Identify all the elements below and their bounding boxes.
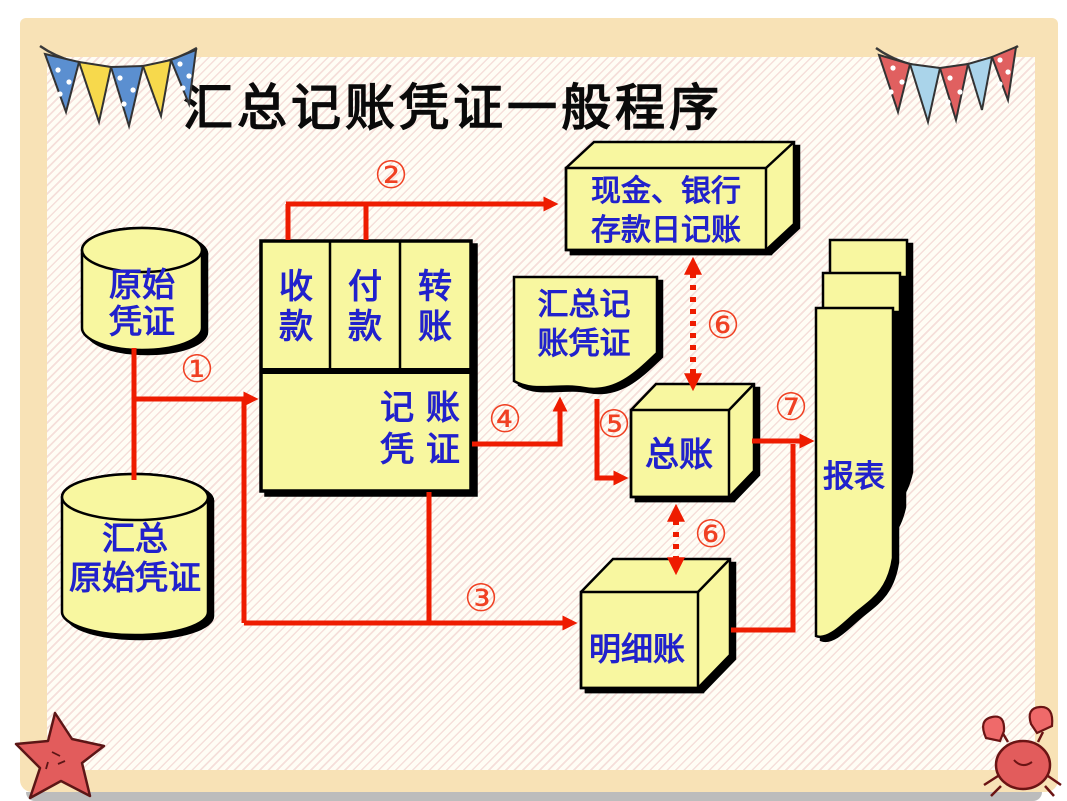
step-label-3: ③: [464, 576, 498, 620]
pennant-2: [908, 62, 942, 126]
col-payment-bottom: 款: [348, 307, 382, 347]
accounting-voucher-line2: 凭 证: [379, 430, 460, 470]
step-label-2: ②: [374, 153, 408, 197]
page-title: 汇总记账凭证一般程序: [183, 79, 723, 137]
starfish-detail: [45, 751, 66, 770]
pennant-1: [877, 53, 912, 116]
step-label-4: ④: [488, 397, 522, 441]
crab-claw-left: [981, 715, 1006, 743]
summary-voucher-doc-line2: 账凭证: [538, 326, 631, 362]
pennant-5: [169, 48, 198, 108]
link-column-stubs: [285, 204, 369, 240]
col-receipt-bottom: 款: [279, 307, 313, 347]
summary-original-voucher-line2: 原始凭证: [69, 558, 201, 597]
col-transfer-bottom: 账: [418, 307, 452, 347]
subsidiary-ledger-label: 明细账: [589, 630, 685, 668]
node-general-ledger: 总账: [629, 382, 756, 499]
link-subsidiary-to-reports: [731, 444, 796, 633]
original-voucher-line2: 凭证: [108, 302, 175, 341]
node-cash-bank-journal: 现金、银行 存款日记账: [564, 140, 796, 252]
node-summary-voucher-doc: 汇总记 账凭证: [512, 275, 659, 391]
col-transfer-top: 转: [418, 267, 452, 307]
node-reports-stack: 报表: [814, 238, 909, 639]
original-voucher-line1: 原始: [109, 265, 175, 304]
voucher-table-outline: [259, 239, 473, 493]
cash-bank-journal-line1: 现金、银行: [591, 174, 741, 209]
reports-label: 报表: [823, 459, 885, 495]
arrow-4-path: [472, 396, 568, 447]
summary-original-voucher-line1: 汇总: [102, 519, 168, 558]
general-ledger-label: 总账: [645, 435, 713, 475]
crab-decoration: [981, 705, 1062, 797]
step-label-6-bottom: ⑥: [694, 512, 728, 556]
pennant-5: [990, 45, 1018, 104]
step-label-1: ①: [180, 347, 214, 391]
node-summary-original-voucher: 汇总 原始凭证: [60, 472, 210, 637]
pennant-3: [109, 64, 145, 130]
crab-claw-right: [1028, 705, 1054, 735]
cash-bank-journal-line2: 存款日记账: [591, 213, 741, 248]
pennant-4: [966, 55, 994, 111]
col-receipt-top: 收: [279, 267, 313, 307]
pennant-dots: [888, 57, 1011, 105]
step-label-5: ⑤: [597, 402, 631, 446]
arrow-5-path: [594, 399, 629, 486]
bunting-top-left: [39, 44, 198, 130]
slide-bottom-shadow: [26, 792, 1042, 801]
bunting-top-right: [875, 44, 1019, 126]
pennant-1: [43, 52, 81, 116]
pennant-4: [141, 58, 173, 120]
report-page-front: [814, 306, 895, 639]
node-voucher-table: 收 款 付 款 转 账 记 账 凭 证: [259, 239, 473, 493]
pennant-3: [938, 62, 970, 124]
crab-legs: [983, 731, 1062, 797]
pennant-dots: [55, 61, 192, 107]
connectors: [131, 196, 815, 633]
accounting-voucher-line1: 记 账: [380, 388, 460, 428]
col-payment-top: 付: [348, 267, 382, 307]
node-subsidiary-ledger: 明细账: [579, 557, 732, 690]
crab-smile: [1013, 759, 1033, 766]
step-label-7: ⑦: [774, 385, 808, 429]
node-original-voucher: 原始 凭证: [80, 226, 204, 352]
pennant-2: [77, 60, 113, 126]
starfish-decoration: [14, 711, 106, 800]
summary-voucher-doc-line1: 汇总记: [538, 287, 631, 323]
step-label-6-top: ⑥: [706, 303, 740, 347]
